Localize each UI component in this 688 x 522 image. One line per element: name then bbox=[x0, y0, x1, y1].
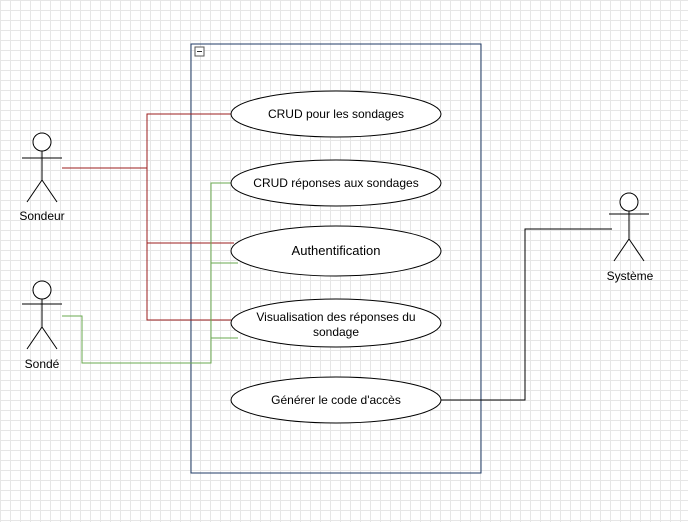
use-case-crud-sondages[interactable]: CRUD pour les sondages bbox=[230, 90, 442, 138]
use-case-label: CRUD réponses aux sondages bbox=[253, 176, 418, 190]
actor-label-systeme: Système bbox=[607, 269, 654, 283]
actor-systeme[interactable] bbox=[609, 192, 649, 262]
minus-box-icon[interactable] bbox=[194, 46, 205, 57]
use-case-label-line1: Visualisation des réponses du bbox=[256, 310, 415, 324]
use-case-generer-code[interactable]: Générer le code d'accès bbox=[230, 376, 442, 424]
systeme-association bbox=[441, 228, 612, 401]
use-case-label: Authentification bbox=[292, 243, 381, 258]
use-case-label: CRUD pour les sondages bbox=[268, 107, 404, 121]
use-case-crud-reponses[interactable]: CRUD réponses aux sondages bbox=[230, 159, 442, 207]
system-boundary[interactable] bbox=[190, 43, 482, 474]
sonde-associations bbox=[62, 182, 238, 364]
use-case-authentification[interactable]: Authentification bbox=[230, 225, 442, 277]
sondeur-associations bbox=[62, 113, 234, 321]
actor-label-sondeur: Sondeur bbox=[19, 209, 64, 223]
use-case-label: Générer le code d'accès bbox=[271, 393, 401, 407]
actor-sonde[interactable] bbox=[22, 280, 62, 350]
use-case-visualisation[interactable]: Visualisation des réponses du sondage bbox=[230, 298, 442, 348]
actor-label-sonde: Sondé bbox=[25, 357, 60, 371]
actor-sondeur[interactable] bbox=[22, 132, 62, 203]
use-case-label-line2: sondage bbox=[313, 325, 359, 339]
